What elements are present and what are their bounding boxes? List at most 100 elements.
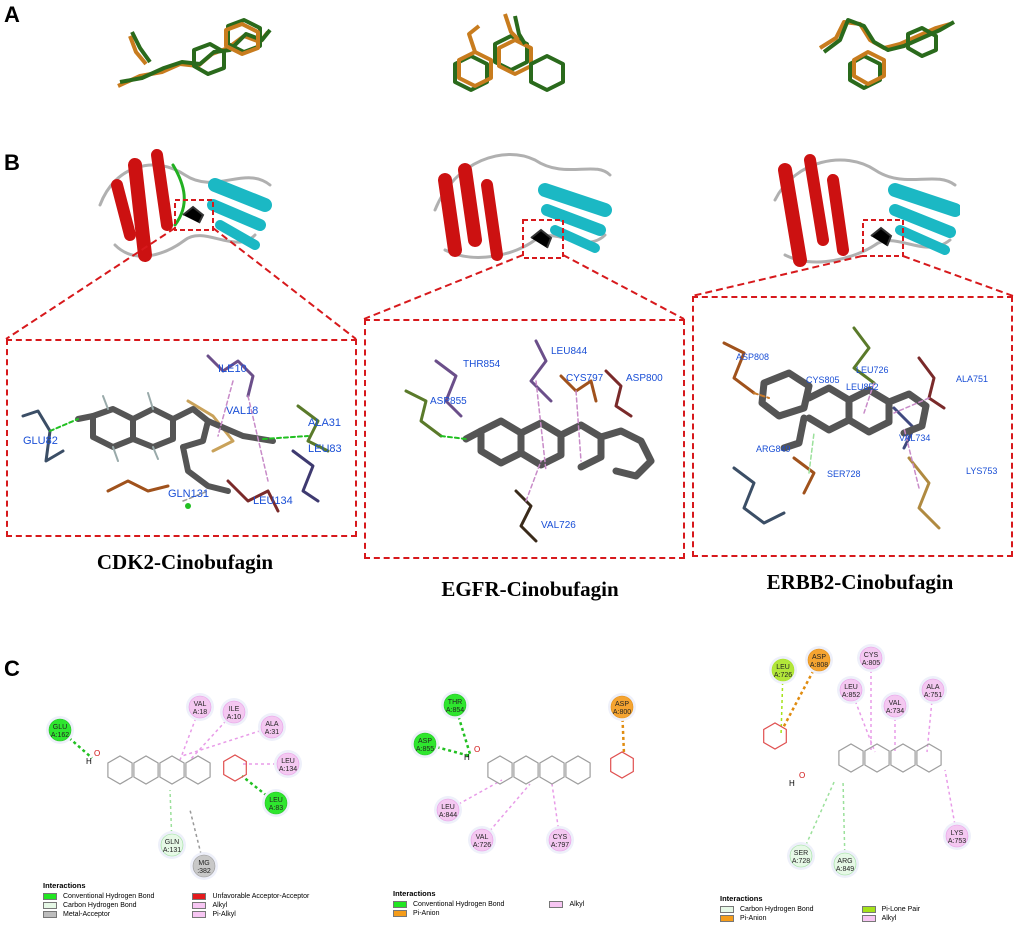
residue-name: GLU — [53, 724, 67, 731]
protein-cartoon-egfr — [433, 152, 612, 261]
residue-node — [883, 694, 907, 718]
protein-cartoon-cdk2 — [98, 149, 272, 262]
res3d-egfr-0: THR854 — [463, 359, 501, 370]
residue-node — [276, 752, 300, 776]
residue-chain: A:728 — [792, 858, 810, 865]
residue-chain: A:797 — [551, 842, 569, 849]
residue-node — [548, 828, 572, 852]
legend-item: Alkyl — [192, 902, 309, 909]
residue-chain: A:726 — [774, 672, 792, 679]
residue-name: ILE — [229, 706, 240, 713]
res3d-cdk2-2: ALA31 — [308, 417, 341, 429]
atom-label: O — [94, 749, 100, 758]
legend-item: Alkyl — [861, 915, 921, 922]
residue-name: SER — [794, 850, 808, 857]
residue-node — [833, 852, 857, 876]
residue-chain: A:800 — [613, 709, 631, 716]
res3d-cdk2-6: LEU134 — [253, 495, 293, 507]
residue-name: ARG — [837, 858, 852, 865]
interaction-diagram-egfr: HOTHRA:854ASPA:855ASPA:800LEUA:844VALA:7… — [411, 691, 636, 854]
caption-egfr: EGFR-Cinobufagin — [441, 577, 619, 601]
interaction-line — [850, 689, 876, 753]
res3d-erbb2-6: ARG849 — [756, 444, 791, 454]
residue-node — [192, 854, 216, 878]
res3d-cdk2-1: VAL18 — [226, 405, 258, 417]
atom-label: H — [789, 779, 795, 788]
residue-node — [48, 718, 72, 742]
residue-name: CYS — [553, 834, 568, 841]
atom-label: O — [799, 771, 805, 780]
ring — [513, 755, 539, 785]
residue-name: VAL — [889, 700, 902, 707]
residue-name: ALA — [265, 721, 279, 728]
residue-chain: A:854 — [446, 707, 464, 714]
residue-name: LEU — [776, 664, 790, 671]
legend-item: Pi-Anion — [720, 915, 814, 922]
residue-node — [443, 693, 467, 717]
residue-node — [610, 695, 634, 719]
residue-chain: A:751 — [924, 692, 942, 699]
residue-name: ALA — [926, 684, 940, 691]
residue-node — [188, 695, 212, 719]
legend-item: Pi-Alkyl — [192, 911, 309, 918]
res3d-erbb2-2: LEU726 — [856, 365, 889, 375]
residue-name: ASP — [418, 738, 432, 745]
res3d-erbb2-3: LEU852 — [846, 382, 879, 392]
pose-overlay-erbb2 — [818, 18, 955, 90]
residue-chain: A:134 — [279, 766, 297, 773]
ring — [107, 755, 133, 785]
legend-item: Metal-Acceptor — [43, 911, 154, 918]
interaction-line — [181, 726, 273, 757]
legend-item: Conventional Hydrogen Bond — [43, 893, 154, 900]
residue-node — [839, 678, 863, 702]
legend-swatch — [549, 901, 564, 908]
lactone-ring — [223, 754, 247, 782]
residue-node — [789, 844, 813, 868]
atom-label: H — [86, 757, 92, 766]
legend-title: Interactions — [720, 894, 763, 903]
residue-node — [921, 678, 945, 702]
panel-label-c: C — [4, 656, 20, 681]
res3d-erbb2-7: SER728 — [827, 469, 861, 479]
protein-cartoon-erbb2 — [773, 154, 960, 267]
legend-title: Interactions — [393, 889, 436, 898]
residue-name: MG — [198, 860, 209, 867]
residue-name: VAL — [476, 834, 489, 841]
atom-label: H — [464, 753, 470, 762]
residue-node — [264, 791, 288, 815]
legend-swatch — [43, 911, 57, 918]
interaction-line — [189, 809, 205, 867]
legend-swatch — [43, 893, 57, 900]
res3d-cdk2-3: LEU83 — [308, 443, 342, 455]
residue-chain: A:734 — [886, 708, 904, 715]
res3d-erbb2-0: ASP808 — [736, 352, 769, 362]
residue-node — [807, 648, 831, 672]
legend-item: Pi-Lone Pair — [861, 906, 920, 913]
residue-chain: A:131 — [163, 847, 181, 854]
residue-node — [260, 715, 284, 739]
pose-overlay-cdk2 — [117, 18, 272, 88]
legend-erbb2: Interactions Carbon Hydrogen Bond Pi-Lon… — [720, 894, 920, 922]
res3d-cdk2-5: GLN131 — [168, 488, 209, 500]
res3d-egfr-5: VAL726 — [541, 520, 576, 531]
zoom-box-cdk2: ILE10 VAL18 ALA31 LEU83 GLU82 GLN131 LEU… — [6, 339, 357, 537]
residue-chain: A:849 — [836, 866, 854, 873]
residue-chain: A:18 — [193, 709, 208, 716]
residue-node — [945, 824, 969, 848]
panel-label-b: B — [4, 150, 20, 175]
ring — [838, 743, 864, 773]
residue-name: ASP — [812, 654, 826, 661]
legend-swatch — [192, 893, 207, 900]
atom-label: O — [474, 745, 480, 754]
caption-erbb2: ERBB2-Cinobufagin — [766, 570, 954, 594]
residue-name: LEU — [281, 758, 295, 765]
ring — [487, 755, 513, 785]
interaction-line — [944, 769, 958, 837]
caption-cdk2: CDK2-Cinobufagin — [96, 550, 274, 574]
residue-chain: A:753 — [948, 838, 966, 845]
residue-name: LEU — [844, 684, 858, 691]
res3d-erbb2-5: VAL734 — [899, 433, 930, 443]
ring — [890, 743, 916, 773]
residue-node — [771, 658, 795, 682]
